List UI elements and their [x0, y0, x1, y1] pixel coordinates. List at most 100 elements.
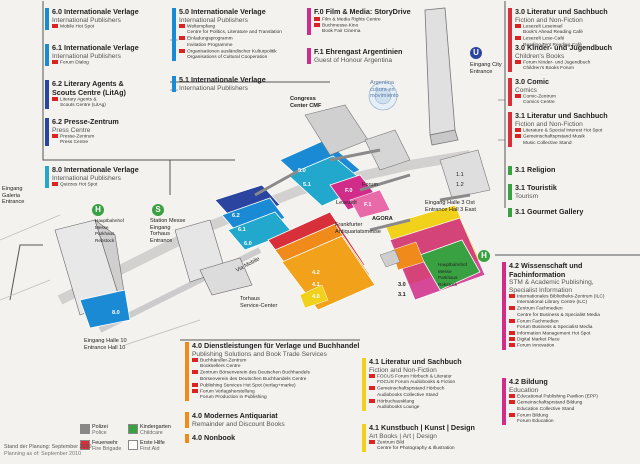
- block-item[interactable]: FOCUS Forum Hörbuch & Literatur: [369, 374, 462, 380]
- block-subtitle: Fiction and Non-Fiction: [369, 366, 437, 374]
- block-number: 3.0: [515, 7, 525, 16]
- block-item[interactable]: Buchmesse-Kino: [314, 22, 411, 29]
- block-number: 4.0: [192, 411, 202, 420]
- block-number: 3.0: [515, 43, 525, 52]
- block-item[interactable]: Forum Verlagsherstellung: [192, 388, 359, 395]
- block-item[interactable]: Gemeinschaftsprstand Musik: [515, 134, 608, 140]
- block-3-0: 3.0 Literatur und Sachbuch Fiction and N…: [508, 7, 608, 49]
- block-item[interactable]: Publishing Services Hot Spot (verlag+mar…: [192, 382, 359, 389]
- block-item[interactable]: Digital Market Place: [509, 337, 604, 343]
- block-item[interactable]: Mobile Hot Spot: [52, 24, 139, 30]
- label-eingang-halle10[interactable]: Eingang Halle 10 Entrance Hall 10: [84, 338, 127, 351]
- block-number: 6.0: [52, 7, 62, 16]
- block-3-0-comic: 3.0 Comic Comics Comic-Zentrum Comics Ce…: [508, 77, 556, 107]
- block-title: Film & Media: StoryDrive: [325, 7, 411, 16]
- block-item[interactable]: Zentrum Börsenverein des Deutschen Buchh…: [192, 370, 359, 376]
- hall-number: 5.0: [298, 168, 306, 174]
- hall-number: F.1: [364, 202, 372, 208]
- block-3-0-children: 3.0 Kinder- und Jugendbuch Children's Bo…: [508, 43, 613, 73]
- block-item: Invitation Programme: [187, 42, 233, 48]
- block-4-1-art: 4.1 Kunstbuch | Kunst | Design Art Books…: [362, 423, 475, 453]
- block-item[interactable]: Literature & Special Interest Hot Spot: [515, 128, 608, 134]
- block-item: Börsenverein des Deutschen Buchhandels C…: [200, 376, 307, 382]
- block-4-1: 4.1 Literatur und Sachbuch Fiction and N…: [362, 357, 462, 411]
- block-4-2-education: 4.2 Bildung Education Educational Publis…: [502, 377, 598, 425]
- label-station-messe[interactable]: Station Messe Eingang Torhaus Entrance: [150, 218, 186, 244]
- block-subtitle: International Publishers: [52, 174, 121, 182]
- block-number: 3.1: [515, 207, 525, 216]
- block-title: Internationale Verlage: [64, 165, 139, 174]
- label-congress[interactable]: Congress Center CMF: [290, 96, 322, 109]
- block-item[interactable]: Educational Publishing Pavilion (EPP): [509, 394, 598, 400]
- block-item[interactable]: Hörbuchausklang: [369, 398, 462, 405]
- block-item[interactable]: Forum Innovation: [509, 343, 604, 349]
- block-item[interactable]: Zentrum Fachmedien: [509, 306, 604, 312]
- block-number: 4.2: [509, 377, 519, 386]
- s-bahn-icon[interactable]: S: [152, 204, 164, 216]
- block-number: 8.0: [52, 165, 62, 174]
- block-3-1-gourmet: 3.1 Gourmet Gallery: [508, 207, 583, 217]
- block-item[interactable]: Information Management Hot Spot: [509, 330, 604, 337]
- block-item[interactable]: Lesezelt Leseinsel: [515, 24, 608, 30]
- h-station-right-icon[interactable]: H: [478, 250, 490, 262]
- block-item[interactable]: Scouts Centre (LitAg): [60, 103, 106, 109]
- block-item[interactable]: Film & Media Rights Centre: [314, 16, 411, 23]
- block-3-1: 3.1 Literatur und Sachbuch Fiction and N…: [508, 111, 608, 147]
- block-item[interactable]: Quizzes Hot Spot: [52, 182, 139, 188]
- block-item[interactable]: Buchhändler-Zentrum: [192, 358, 359, 364]
- block-8-0: 8.0 Internationale Verlage International…: [45, 165, 139, 189]
- block-number: 4.0: [192, 433, 202, 442]
- block-item[interactable]: Internationales Bibliotheks-Zentrum (ILC…: [509, 294, 604, 300]
- hall-number: 4.2: [312, 270, 320, 276]
- block-item[interactable]: Forum Kinder- und Jugendbuch: [515, 60, 612, 66]
- block-number: F.0: [314, 7, 324, 16]
- block-item[interactable]: Einladungsprogramm: [179, 36, 282, 42]
- block-number: 5.1: [179, 75, 189, 84]
- first-aid-icon: [128, 440, 138, 450]
- hall-number: 6.2: [232, 213, 240, 219]
- block-item[interactable]: Forum Dialog: [52, 60, 139, 66]
- block-title: Kinder- und Jugendbuch: [527, 43, 613, 52]
- block-6-1: 6.1 Internationale Verlage International…: [45, 43, 139, 67]
- block-item[interactable]: Presse-Zentrum: [52, 134, 119, 140]
- label-eingang-halle3[interactable]: Eingang Halle 3 Ost Entrance Hall 3 East: [425, 200, 476, 213]
- block-subtitle: Children's Books: [515, 52, 565, 60]
- block-item: FOCUS Forum Audiobooks & Fiction: [377, 380, 456, 386]
- label-lesezelt[interactable]: Lesezelt: [336, 200, 357, 206]
- u-bahn-icon[interactable]: U: [470, 47, 482, 59]
- block-item[interactable]: Gemeinschaftsprstand Bildung: [509, 400, 598, 406]
- label-forum[interactable]: Forum: [362, 182, 379, 188]
- block-item[interactable]: Lesezelt Lese-Café: [515, 36, 608, 42]
- block-item[interactable]: Gemeinschaftsprstand Hörbuch: [369, 386, 462, 392]
- block-item[interactable]: Organisationen ausländischer Kulturpolit…: [179, 48, 282, 55]
- block-item[interactable]: Literary Agents &: [52, 97, 126, 103]
- h-station-icon[interactable]: H: [92, 204, 104, 216]
- label-torhaus[interactable]: Torhaus Service-Center: [240, 296, 278, 309]
- label-eingang-city[interactable]: Eingang City Entrance: [470, 62, 502, 75]
- block-subtitle-en: Specialist Information: [509, 286, 573, 294]
- police-icon: [80, 424, 90, 434]
- block-item[interactable]: Forum Fachmedien: [509, 318, 604, 325]
- block-item[interactable]: Zentrum Bild: [369, 440, 475, 446]
- block-item[interactable]: Comic-Zentrum: [515, 94, 556, 100]
- block-subtitle: Press Centre: [52, 126, 91, 134]
- label-eingang-galeria[interactable]: Eingang Galeria Entrance: [2, 186, 25, 205]
- block-item[interactable]: Weltempfang: [179, 24, 282, 30]
- hall-number: 3.0: [398, 282, 406, 288]
- hall-3-1[interactable]: [419, 239, 481, 291]
- block-title: Dienstleistungen für Verlage und Buchhan…: [204, 341, 360, 350]
- block-subtitle-en: STM & Academic Publishing,: [509, 279, 594, 286]
- block-number: F.1: [314, 47, 324, 56]
- hall-8-0[interactable]: [79, 289, 131, 329]
- label-antiquariat[interactable]: Frankfurter Antiquariatsmesse: [335, 222, 382, 235]
- block-item[interactable]: Press Centre: [60, 140, 88, 146]
- block-item[interactable]: Forum Bildung: [509, 412, 598, 419]
- block-subtitle: Education: [509, 386, 539, 394]
- label-agora[interactable]: AGORA: [372, 216, 393, 222]
- block-number: 3.0: [515, 77, 525, 86]
- block-title: Presse-Zentrum: [64, 117, 119, 126]
- block-title: Literatur und Sachbuch: [527, 111, 608, 120]
